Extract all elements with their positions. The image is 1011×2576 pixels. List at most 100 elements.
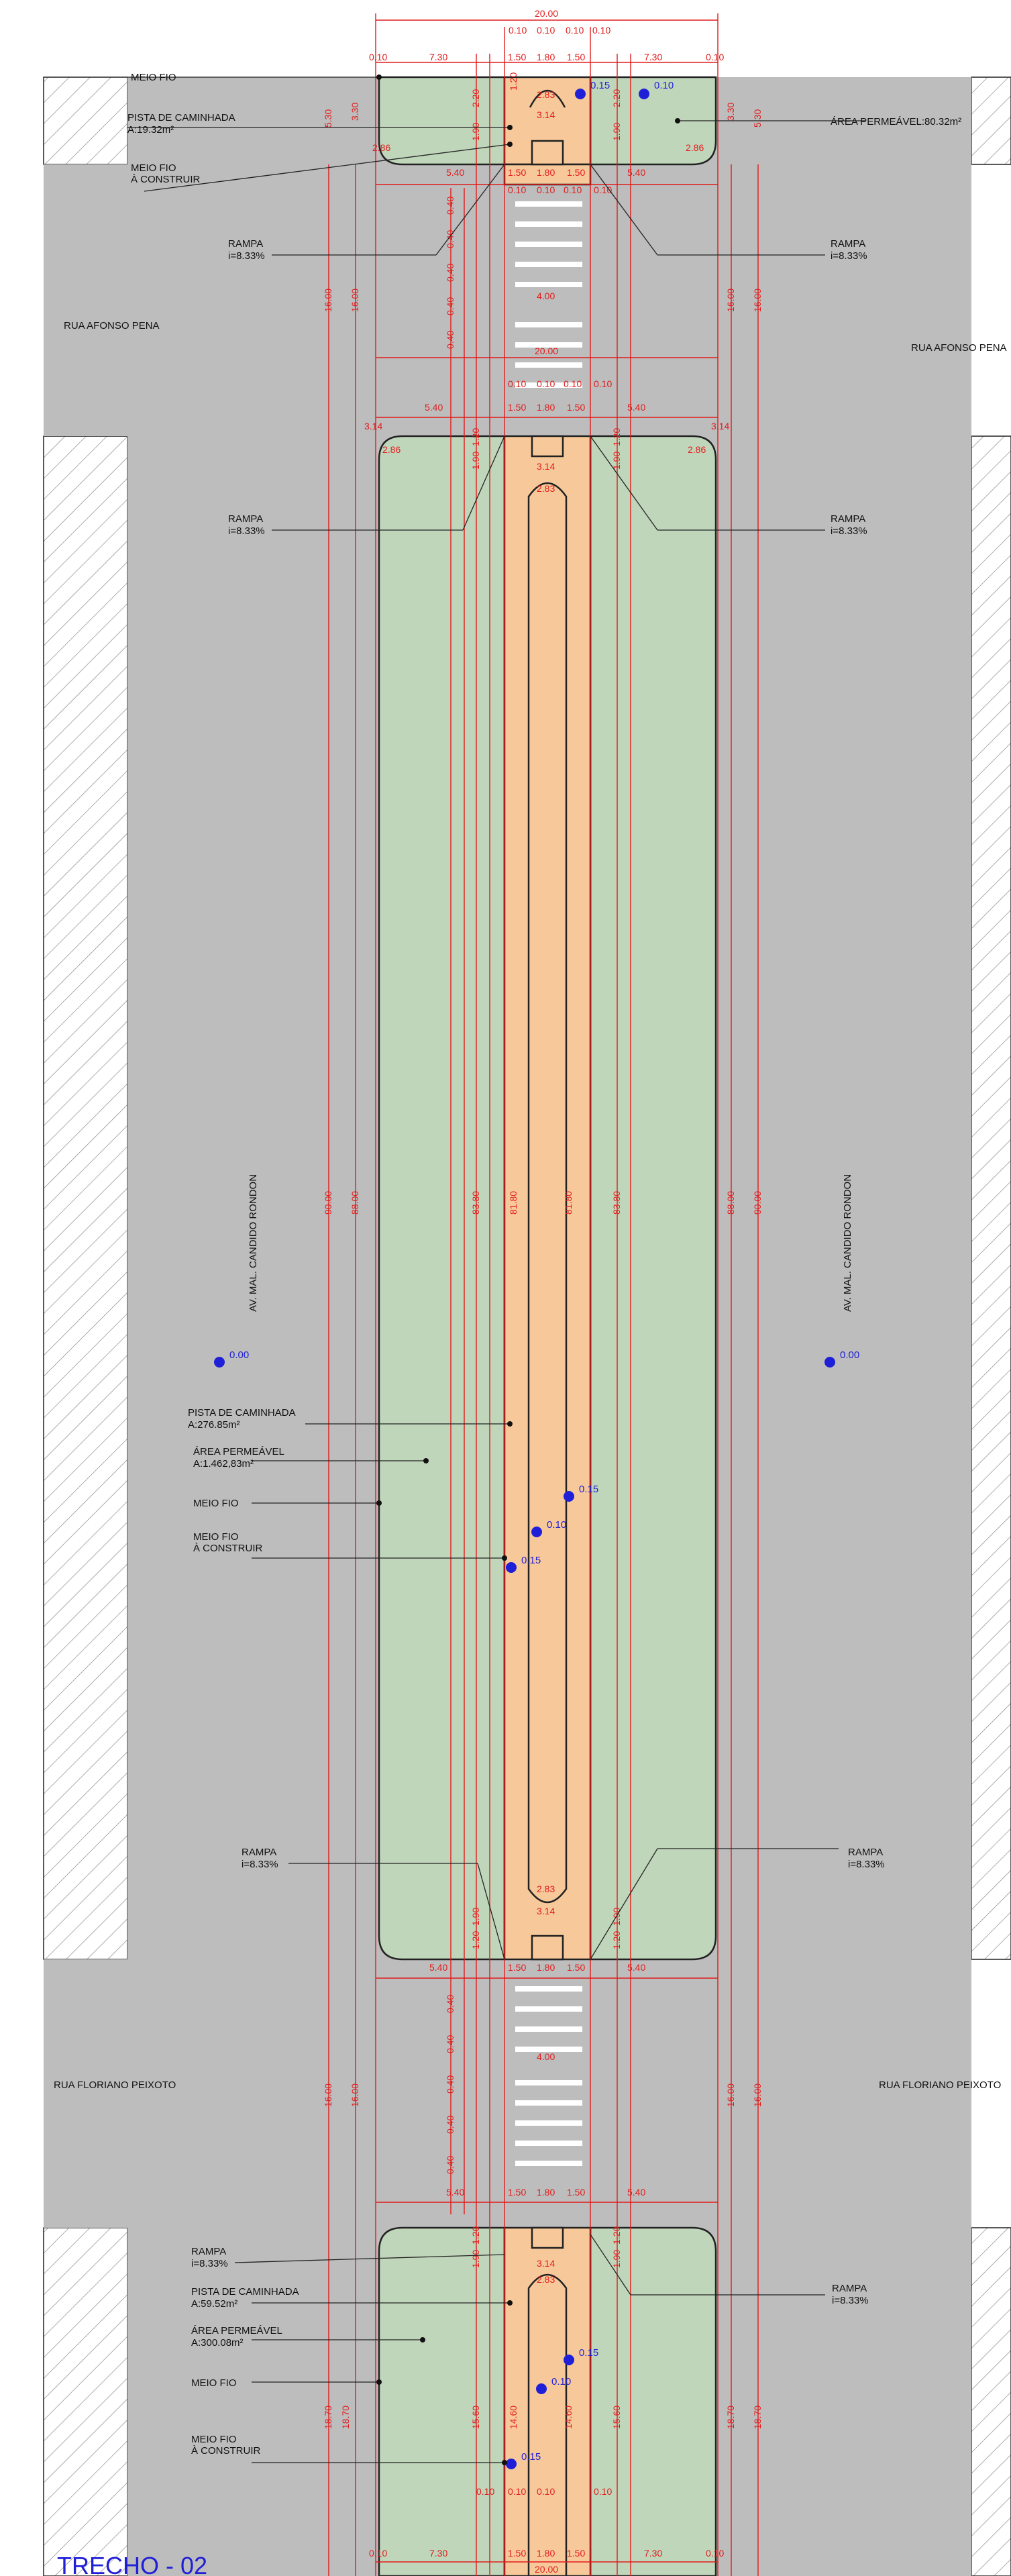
- vdim-330-r: 3.30: [725, 103, 736, 121]
- label-rampa-8-slope: i=8.33%: [832, 2295, 869, 2306]
- dim-arc-314-bot: 3.14: [537, 2258, 555, 2269]
- level-marker: 0.15: [506, 2451, 541, 2469]
- green-top-left: [378, 76, 506, 166]
- dim-row-6: 7.30: [644, 52, 662, 62]
- street-afonso-pena-right: RUA AFONSO PENA: [911, 342, 1007, 354]
- dim-crossing-w: 4.00: [537, 291, 555, 301]
- vdim-16-c: 16.00: [725, 289, 736, 312]
- level-marker: 0.15: [564, 1484, 598, 1502]
- vdim-16-f: 16.00: [350, 2083, 360, 2107]
- label-rampa-5-slope: i=8.33%: [242, 1859, 278, 1870]
- dim-top-sub-2: 0.10: [537, 25, 555, 36]
- vdim-818-l: 81.80: [508, 1191, 519, 1215]
- vdim-530-l: 5.30: [323, 109, 333, 127]
- label-rampa-6-slope: i=8.33%: [848, 1859, 885, 1870]
- label-meio-fio-construir-top-2: À CONSTRUIR: [131, 174, 201, 185]
- vdim-190-br2: 1.90: [611, 2250, 622, 2268]
- svg-text:0.00: 0.00: [840, 1349, 859, 1361]
- label-rampa-8: RAMPA: [832, 2283, 867, 2294]
- dim-top-sub-4: 0.10: [592, 25, 610, 36]
- vdim-16-b: 16.00: [350, 289, 360, 312]
- dim-mid2-2: 1.80: [537, 402, 555, 413]
- dim-arc-283-mid: 2.83: [537, 483, 555, 494]
- dim-arc-283-top: 2.83: [537, 89, 555, 100]
- vdim-330-l: 3.30: [350, 103, 360, 121]
- vdim-16-g: 16.00: [725, 2083, 736, 2107]
- dim-arc-314-top: 3.14: [537, 109, 555, 120]
- vdim-190-bl: 1.90: [470, 1908, 481, 1926]
- street-avenue-right: AV. MAL. CANDIDO RONDON: [842, 1174, 853, 1312]
- svg-text:0.10: 0.10: [551, 2376, 571, 2387]
- dim-mid2-1: 1.50: [508, 402, 526, 413]
- dim-mid2-s1: 0.10: [508, 378, 526, 389]
- label-rampa-7-slope: i=8.33%: [191, 2258, 228, 2269]
- svg-text:0.15: 0.15: [590, 80, 610, 91]
- vertical-dimension-text: 16.00 16.00 16.00 16.00 90.00 88.00 83.8…: [323, 72, 763, 2429]
- dim-bot-small-1: 0.10: [476, 2486, 494, 2497]
- vdim-040-10: 0.40: [445, 2156, 456, 2174]
- level-marker: 0.15: [564, 2347, 598, 2365]
- dim-side4-540-r: 5.40: [627, 2187, 645, 2198]
- vdim-88-r: 88.00: [725, 1191, 736, 1215]
- green-mid-left: [378, 435, 506, 1961]
- vdim-90-r: 90.00: [752, 1191, 763, 1215]
- vdim-040-4: 0.40: [445, 297, 456, 315]
- label-rampa-7: RAMPA: [191, 2246, 226, 2257]
- label-rampa-5: RAMPA: [242, 1847, 276, 1858]
- dim-side-540-l: 5.40: [446, 167, 464, 178]
- vdim-838-l: 83.80: [470, 1191, 481, 1215]
- dim-mid2-s4: 0.10: [594, 378, 612, 389]
- dim-bot-row-6: 7.30: [644, 2548, 662, 2559]
- street-names: RUA AFONSO PENA RUA AFONSO PENA RUA FLOR…: [54, 320, 1007, 2091]
- dim-corner-mr: 3.14: [711, 421, 729, 431]
- dim-arc-283-bot: 2.83: [537, 2274, 555, 2285]
- dim-mid4-1: 1.50: [508, 2187, 526, 2198]
- label-pista-bot: PISTA DE CAMINHADA: [191, 2286, 299, 2298]
- vdim-220-r: 2.20: [611, 89, 622, 107]
- vdim-16-e: 16.00: [323, 2083, 333, 2107]
- vdim-1870-r1: 18.70: [725, 2406, 736, 2429]
- dim-row-3: 1.50: [508, 52, 526, 62]
- label-pista-top-area: A:19.32m²: [127, 124, 174, 136]
- dim-side-540-r: 5.40: [627, 167, 645, 178]
- annotation-labels: MEIO FIO PISTA DE CAMINHADA A:19.32m² ME…: [127, 72, 961, 2457]
- label-area-perm-bot-area: A:300.08m²: [191, 2337, 244, 2349]
- dim-arc-283-mid-b: 2.83: [537, 1884, 555, 1894]
- leader-dots: [376, 74, 680, 2465]
- label-rampa-4: RAMPA: [831, 513, 865, 525]
- label-pista-bot-area: A:59.52m²: [191, 2298, 237, 2310]
- dim-mid-2: 1.80: [537, 167, 555, 178]
- street-afonso-pena-left: RUA AFONSO PENA: [64, 320, 160, 331]
- green-top-right: [589, 76, 717, 166]
- label-meio-fio-top: MEIO FIO: [131, 72, 176, 83]
- label-area-perm-top: ÁREA PERMEÁVEL:80.32m²: [831, 116, 961, 127]
- vdim-16-a: 16.00: [323, 289, 333, 312]
- vdim-16-h: 16.00: [752, 2083, 763, 2107]
- dim-mid2-3: 1.50: [567, 402, 585, 413]
- vdim-120-br2: 1.20: [611, 2226, 622, 2245]
- label-pista-mid: PISTA DE CAMINHADA: [188, 1407, 296, 1419]
- vdim-1460-r: 14.60: [563, 2406, 574, 2429]
- dim-corner-mr2: 2.86: [688, 444, 706, 455]
- dim-bot-width: 20.00: [535, 2564, 558, 2575]
- vdim-220-l: 2.20: [470, 89, 481, 107]
- dim-corner-ml: 3.14: [364, 421, 382, 431]
- dim-side2-540-l: 5.40: [425, 402, 443, 413]
- vdim-120-ml: 1.20: [470, 428, 481, 446]
- vdim-040-7: 0.40: [445, 2035, 456, 2053]
- label-area-perm-mid: ÁREA PERMEÁVEL: [193, 1446, 284, 1457]
- vdim-040-1: 0.40: [445, 197, 456, 215]
- svg-text:0.15: 0.15: [521, 2451, 541, 2463]
- dim-top-width: 20.00: [535, 8, 558, 19]
- dim-mid3-1: 1.50: [508, 1962, 526, 1973]
- dim-mid-s1: 0.10: [508, 185, 526, 195]
- green-bot-right: [589, 2226, 717, 2576]
- dim-crossing-total: 20.00: [535, 346, 558, 356]
- label-meio-fio-bot: MEIO FIO: [191, 2377, 237, 2389]
- street-avenue-left: AV. MAL. CANDIDO RONDON: [248, 1174, 259, 1312]
- label-pista-mid-area: A:276.85m²: [188, 1419, 240, 1431]
- dim-bot-row-4: 1.80: [537, 2548, 555, 2559]
- dim-side2-540-r: 5.40: [627, 402, 645, 413]
- label-meio-fio-construir-top-1: MEIO FIO: [131, 162, 176, 174]
